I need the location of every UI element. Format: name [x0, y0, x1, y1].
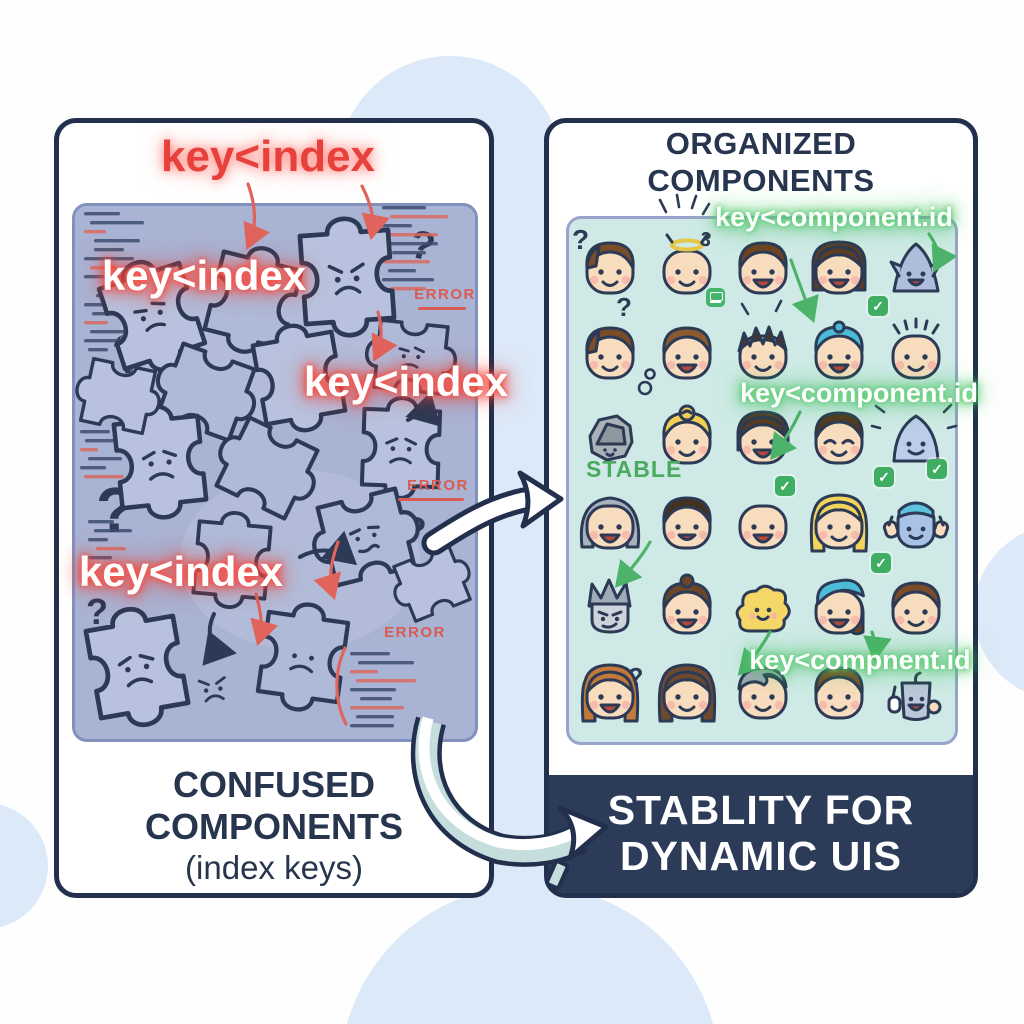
avatar-face: [801, 566, 877, 651]
avatar-face: [648, 396, 724, 481]
key-index-label-2: key<index: [303, 358, 509, 405]
right-title-line-2: COMPONENTS: [647, 162, 875, 198]
background-blob-bottom: [340, 885, 720, 1024]
left-caption: CONFUSED COMPONENTS (index keys): [54, 764, 494, 888]
error-label-3: ERROR: [384, 624, 446, 641]
banner-line-1: STABLITY FOR: [607, 787, 915, 834]
avatar-face: [572, 651, 648, 736]
avatar-face: [878, 651, 954, 736]
question-mark-icon: ?: [436, 554, 455, 587]
avatar-face: [801, 481, 877, 566]
avatar-face: [801, 311, 877, 396]
avatar-face: [878, 226, 954, 311]
avatar-face: [648, 651, 724, 736]
checkmark-icon: ✓: [775, 476, 795, 496]
avatar-face: [648, 311, 724, 396]
stability-banner: STABLITY FOR DYNAMIC UIS: [549, 775, 973, 893]
avatar-face: [801, 226, 877, 311]
avatar-face: [572, 396, 648, 481]
avatar-face: [725, 481, 801, 566]
question-mark-icon: ?: [616, 292, 632, 322]
avatar-face: [878, 481, 954, 566]
avatar-face: [878, 396, 954, 481]
avatar-face: [572, 481, 648, 566]
stable-label: STABLE: [586, 456, 683, 482]
avatar-face: [878, 566, 954, 651]
right-title-line-1: ORGANIZED: [665, 126, 857, 161]
avatar-face: [572, 311, 648, 396]
right-title: ORGANIZED COMPONENTS: [544, 126, 978, 199]
background-blob-left: [0, 803, 48, 929]
banner-line-2: DYNAMIC UIS: [619, 833, 903, 879]
key-index-label-1: key<index: [101, 252, 307, 299]
error-underline-1: [418, 307, 466, 310]
key-component-label-1: key<component.id: [715, 202, 953, 232]
key-component-label-3: key<compnent.id: [749, 645, 971, 675]
avatar-face: [572, 566, 648, 651]
error-label-1: ERROR: [414, 286, 476, 303]
avatar-face: [725, 226, 801, 311]
question-mark-icon: ?: [572, 224, 590, 255]
background-blob-right: [974, 524, 1024, 700]
checkmark-icon: ✓: [868, 296, 888, 316]
error-label-2: ERROR: [407, 477, 469, 494]
key-index-label-3: key<index: [78, 548, 284, 595]
checkmark-icon: ✓: [871, 553, 891, 573]
question-mark-icon: ?: [626, 661, 646, 693]
avatar-face: [648, 226, 724, 311]
avatar-face: [725, 566, 801, 651]
avatar-face: [725, 311, 801, 396]
question-mark-icon: ?: [109, 320, 149, 387]
key-index-label-floating: key<index: [160, 132, 376, 181]
key-component-label-2: key<component.id: [740, 378, 978, 408]
avatar-face: [801, 396, 877, 481]
question-mark-icon: ?: [86, 591, 108, 632]
avatar-face: [878, 311, 954, 396]
left-caption-line-2: COMPONENTS: [144, 806, 403, 848]
left-caption-line-1: CONFUSED: [172, 764, 375, 805]
mini-app-icon: [706, 288, 725, 307]
avatar-grid: [572, 226, 954, 736]
avatar-face: [572, 226, 648, 311]
avatar-face: [648, 566, 724, 651]
checkmark-icon: ✓: [874, 467, 894, 487]
avatar-face: [801, 651, 877, 736]
avatar-face: [648, 481, 724, 566]
question-mark-icon: ?: [96, 474, 136, 546]
left-caption-line-3: (index keys): [185, 848, 363, 886]
error-underline-2: [398, 498, 464, 501]
background-blob-gap: [486, 100, 552, 912]
checkmark-icon: ✓: [927, 459, 947, 479]
